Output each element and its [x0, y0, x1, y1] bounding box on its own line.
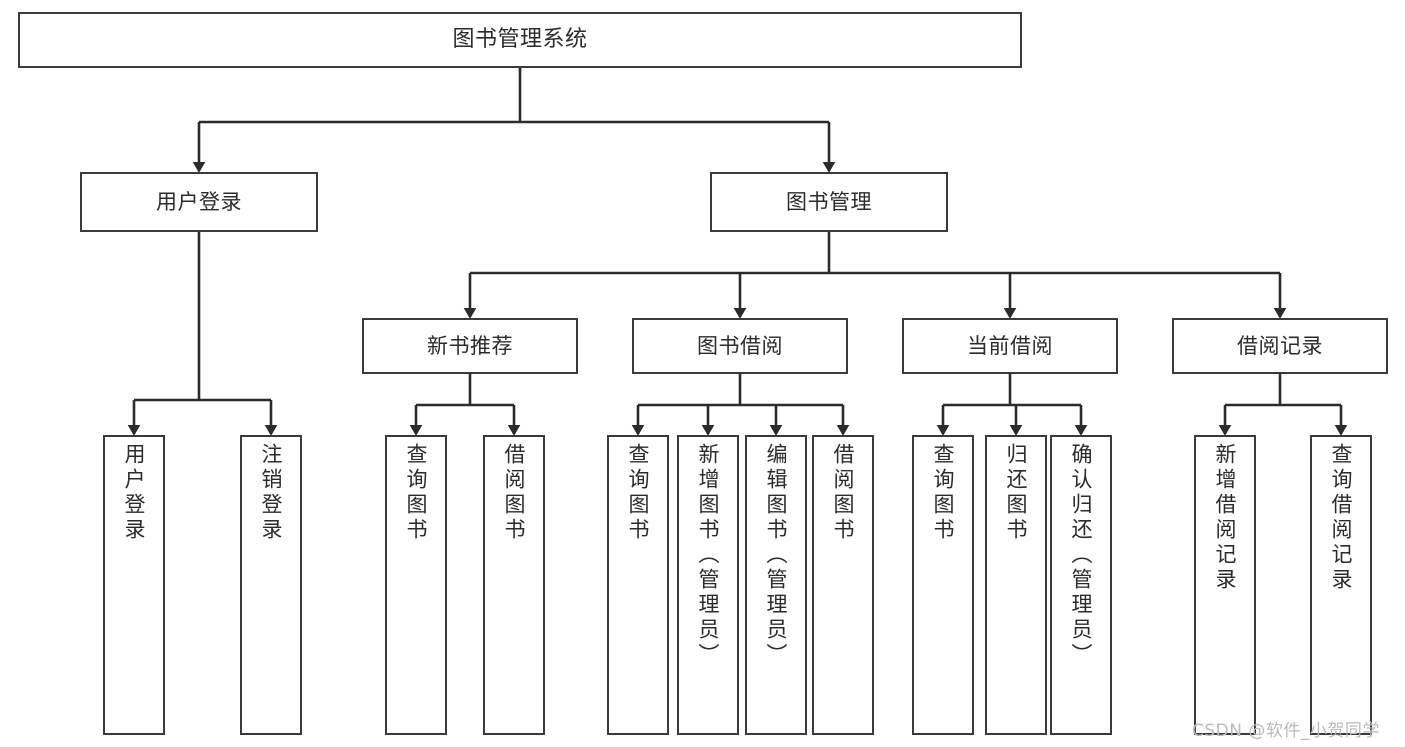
node-leaf-add-book[interactable]: 新增图书（管理员）	[677, 435, 739, 735]
node-leaf-edit-book[interactable]: 编辑图书（管理员）	[745, 435, 807, 735]
node-borrow-record[interactable]: 借阅记录	[1172, 318, 1388, 374]
node-label: 查询图书	[404, 443, 429, 543]
node-label: 查询图书	[931, 443, 956, 543]
node-book-borrow[interactable]: 图书借阅	[632, 318, 848, 374]
node-label: 查询借阅记录	[1329, 443, 1354, 593]
node-label: 图书管理	[786, 189, 872, 214]
node-label: 归还图书	[1004, 443, 1029, 543]
node-label: 注销登录	[259, 443, 284, 543]
node-book-manage[interactable]: 图书管理	[710, 172, 948, 232]
node-leaf-borrow-book-1[interactable]: 借阅图书	[483, 435, 545, 735]
node-label: 新书推荐	[427, 333, 513, 358]
node-new-book-recommendation[interactable]: 新书推荐	[362, 318, 578, 374]
node-label: 查询图书	[626, 443, 651, 543]
node-label: 借阅图书	[502, 443, 527, 543]
node-label: 新增图书（管理员）	[696, 443, 721, 668]
node-label: 新增借阅记录	[1213, 443, 1238, 593]
node-label: 确认归还（管理员）	[1069, 443, 1094, 668]
node-label: 借阅图书	[831, 443, 856, 543]
node-label: 图书管理系统	[452, 27, 588, 53]
node-leaf-query-book-3[interactable]: 查询图书	[912, 435, 974, 735]
watermark: CSDN @软件_小贺同学	[1192, 721, 1380, 741]
node-label: 图书借阅	[697, 333, 783, 358]
node-leaf-query-book-2[interactable]: 查询图书	[607, 435, 669, 735]
node-leaf-add-record[interactable]: 新增借阅记录	[1194, 435, 1256, 735]
node-leaf-user-login[interactable]: 用户登录	[103, 435, 165, 735]
node-label: 当前借阅	[967, 333, 1053, 358]
node-label: 用户登录	[122, 443, 147, 543]
node-leaf-logout[interactable]: 注销登录	[240, 435, 302, 735]
node-leaf-return-book[interactable]: 归还图书	[985, 435, 1047, 735]
node-leaf-query-book-1[interactable]: 查询图书	[385, 435, 447, 735]
node-user-login[interactable]: 用户登录	[80, 172, 318, 232]
node-label: 编辑图书（管理员）	[764, 443, 789, 668]
node-current-borrow[interactable]: 当前借阅	[902, 318, 1118, 374]
node-label: 借阅记录	[1237, 333, 1323, 358]
node-leaf-confirm-return[interactable]: 确认归还（管理员）	[1050, 435, 1112, 735]
node-leaf-borrow-book-2[interactable]: 借阅图书	[812, 435, 874, 735]
node-leaf-query-record[interactable]: 查询借阅记录	[1310, 435, 1372, 735]
node-root[interactable]: 图书管理系统	[18, 12, 1022, 68]
node-label: 用户登录	[156, 189, 242, 214]
